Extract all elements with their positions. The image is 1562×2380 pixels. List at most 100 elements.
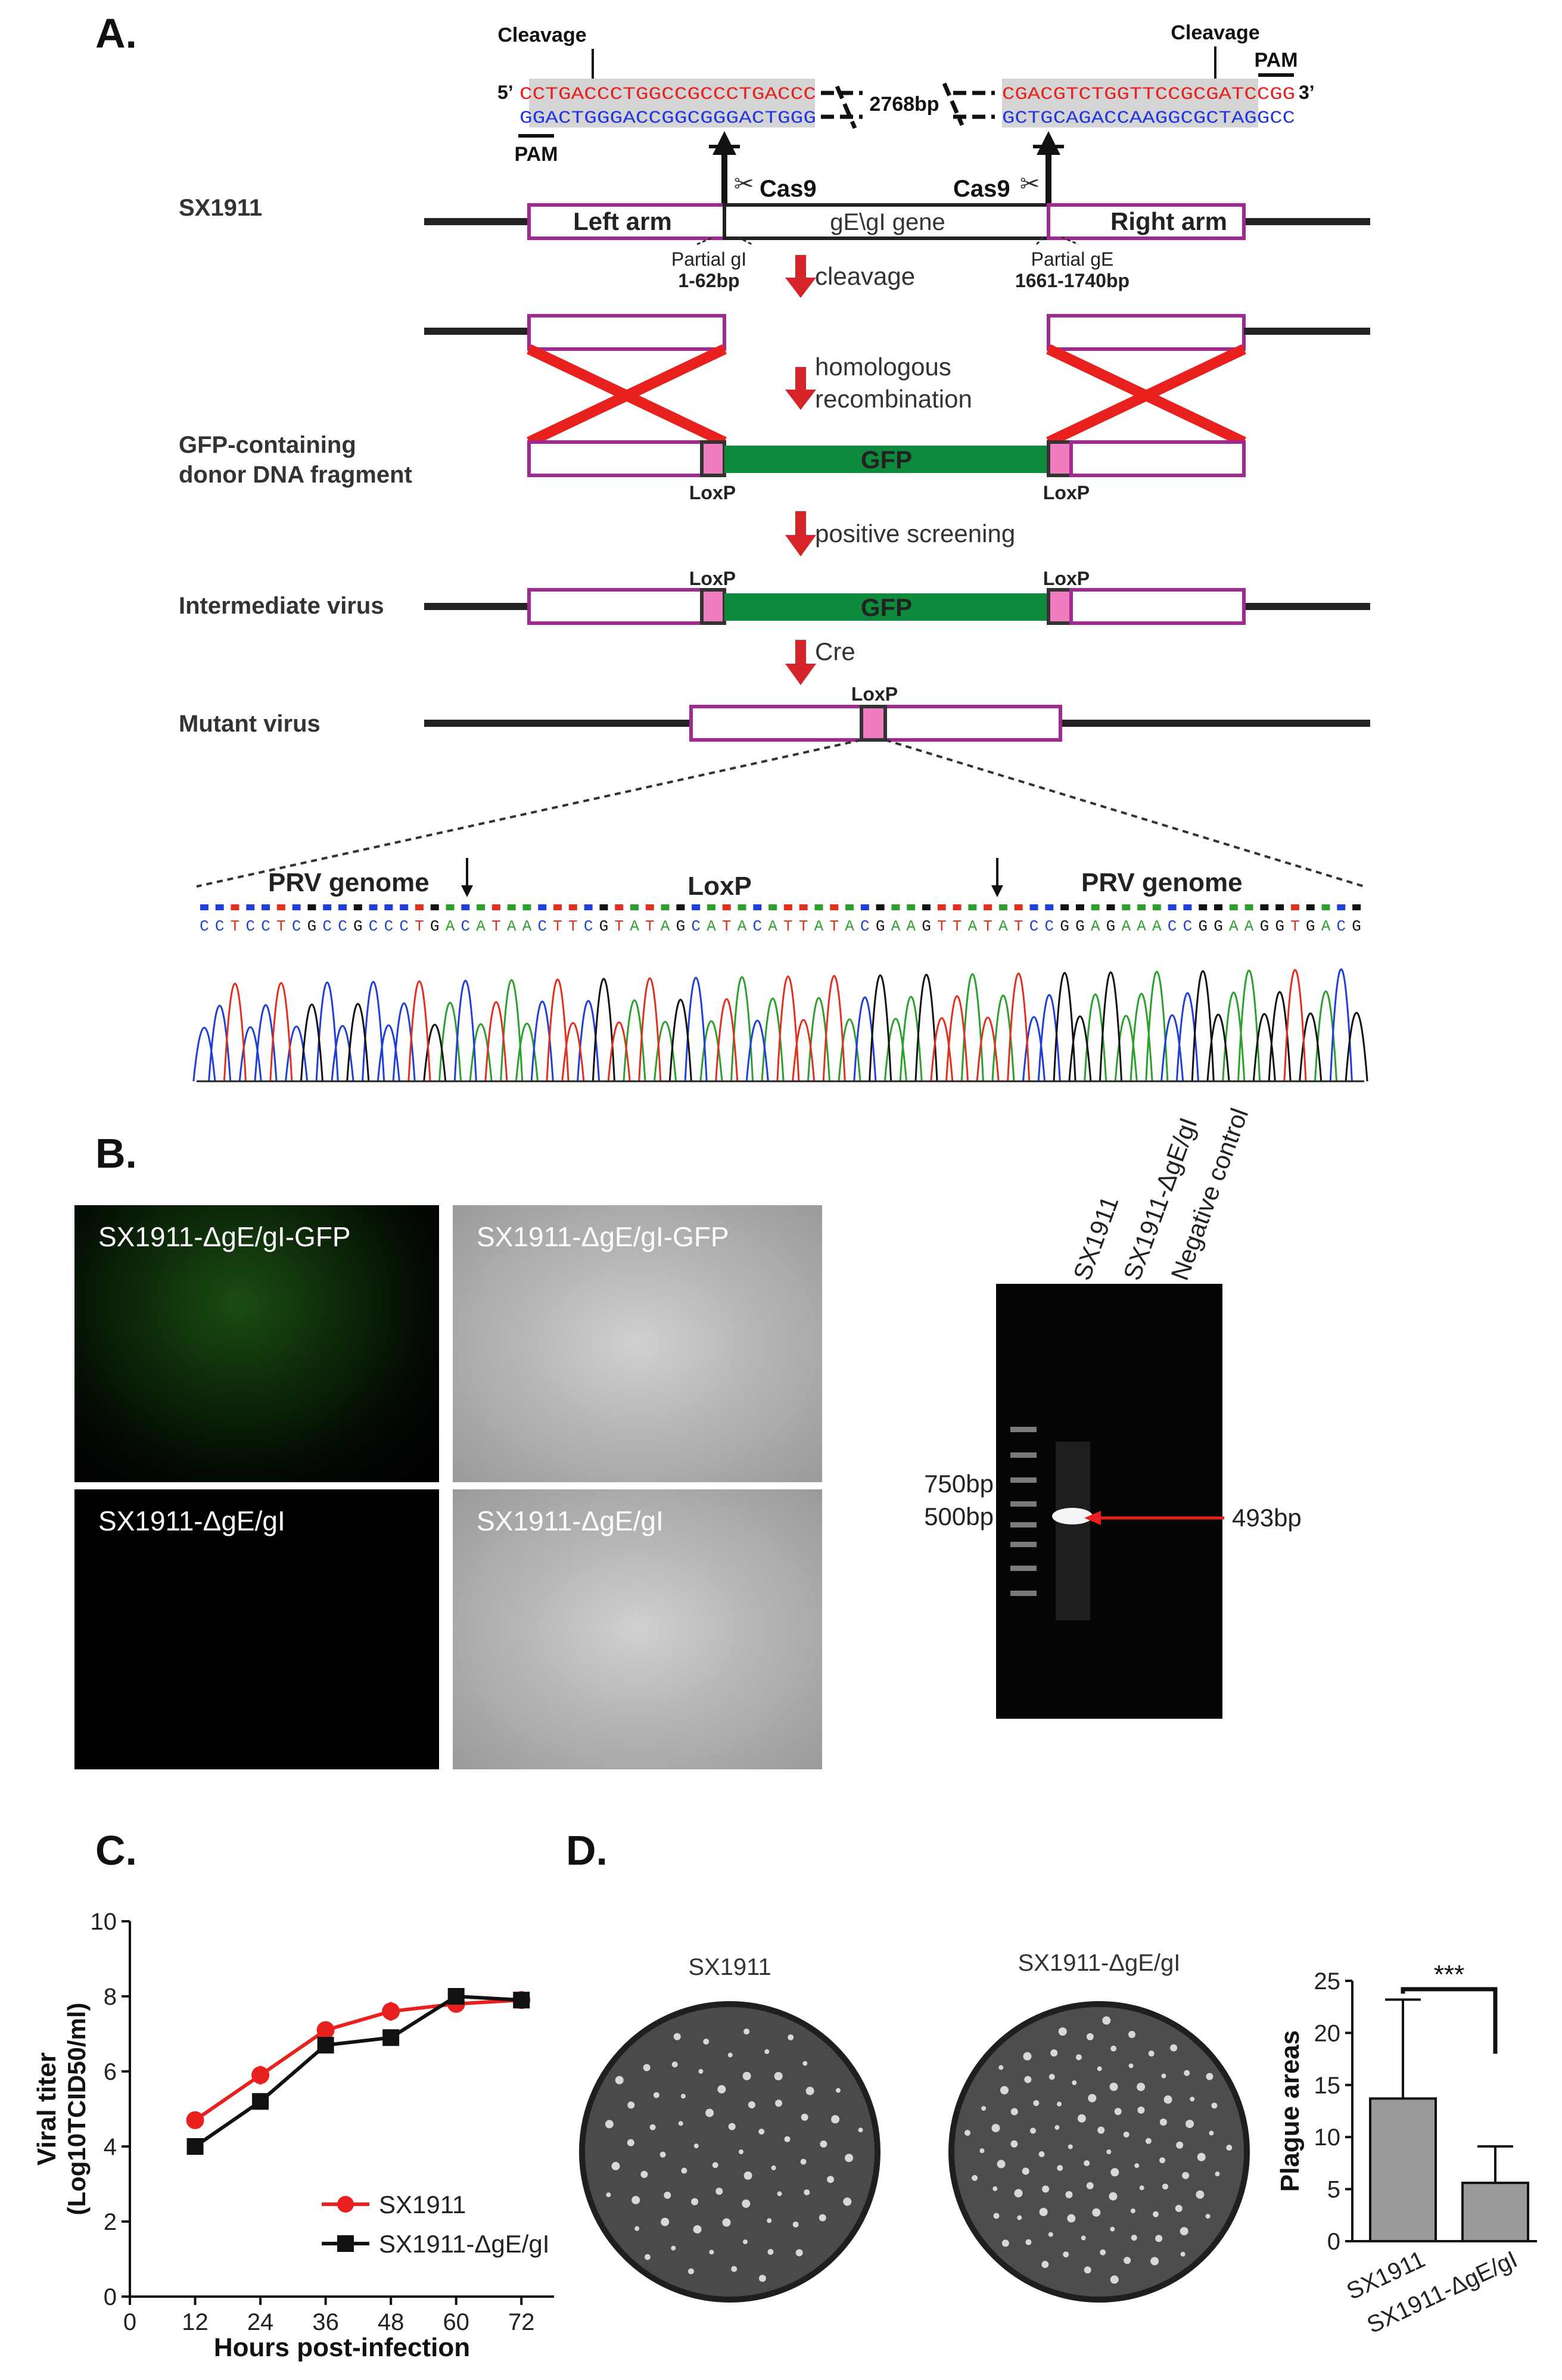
- base-call-mark: [845, 904, 854, 910]
- plaque-spot: [1010, 2108, 1018, 2115]
- base-call-mark: [307, 904, 316, 910]
- data-point: [186, 2138, 204, 2155]
- donor-loxp-label-right: LoxP: [1043, 482, 1090, 503]
- plaque-spot: [634, 2226, 640, 2231]
- plaque-spot: [764, 2049, 770, 2054]
- base-call-mark: [676, 904, 685, 910]
- base-call-letter: G: [922, 917, 931, 935]
- base-call-mark: [1137, 904, 1146, 910]
- plaque-spot: [1014, 2189, 1023, 2198]
- plaque-spot: [1175, 2204, 1183, 2212]
- base-call-letter: A: [1152, 917, 1162, 935]
- data-point: [252, 2093, 269, 2110]
- plaque-spot: [1184, 2070, 1190, 2076]
- base-call-letter: G: [1106, 917, 1116, 935]
- trace-g: [300, 970, 1368, 1082]
- base-call-letter: C: [200, 917, 209, 935]
- plaque-spot: [715, 2188, 723, 2195]
- x-tick-label: 60: [443, 2309, 469, 2335]
- plaque-spot: [805, 2086, 814, 2095]
- y-axis-title: Plague areas: [1275, 2030, 1305, 2192]
- prv-genome-label-right: PRV genome: [1081, 868, 1243, 897]
- base-call-letter: C: [1337, 917, 1346, 935]
- plaque-spot: [997, 2160, 1006, 2169]
- plaque-spot: [1180, 2251, 1185, 2257]
- plaque-spot: [1134, 2163, 1140, 2169]
- plaque-spot: [991, 2124, 1000, 2133]
- plaque-spot: [1075, 2054, 1082, 2061]
- plaque-spot: [693, 2225, 702, 2234]
- plaque-spot: [827, 2176, 835, 2183]
- base-call-letter: A: [968, 917, 978, 935]
- hr-right-arm-box: [1047, 314, 1246, 351]
- plaque-spot: [1067, 2214, 1076, 2223]
- ladder-band: [1010, 1542, 1037, 1547]
- plaque-spot: [698, 2068, 704, 2074]
- plaque-spot: [795, 2249, 803, 2257]
- legend-label: SX1911: [379, 2191, 466, 2219]
- micrograph-mutant-brightfield: SX1911-ΔgE/gI: [453, 1489, 822, 1769]
- ladder-band: [1010, 1591, 1037, 1596]
- plaque-spot: [1050, 2049, 1058, 2057]
- pam-label-left: PAM: [514, 143, 558, 166]
- plaque-spot: [681, 2167, 687, 2174]
- plaque-spot: [804, 2189, 810, 2195]
- base-call-mark: [814, 904, 823, 910]
- plaque-spot: [1206, 2073, 1213, 2080]
- partial-ge-bracket: [1035, 236, 1079, 245]
- base-call-letter: G: [1213, 917, 1223, 935]
- plaque-spot: [981, 2106, 987, 2111]
- base-call-letter: T: [231, 917, 240, 935]
- base-call-mark: [1014, 904, 1023, 910]
- plaque-spot: [661, 2217, 670, 2226]
- plaque-spot: [1139, 2185, 1144, 2191]
- plaque-spot: [649, 2124, 656, 2130]
- partial-gi-label-2: 1-62bp: [678, 270, 739, 291]
- base-call-mark: [1060, 904, 1069, 910]
- plaque-spot: [1054, 2125, 1060, 2130]
- base-call-mark: [262, 904, 270, 910]
- base-call-mark: [630, 904, 639, 910]
- plaque-spot: [993, 2213, 1000, 2219]
- base-call-letter: A: [814, 917, 824, 935]
- plaque-spot: [1110, 2226, 1115, 2232]
- plaque-spot: [731, 2266, 738, 2272]
- x-tick-label: 0: [123, 2309, 136, 2335]
- base-call-mark: [937, 904, 946, 910]
- base-call-letter: G: [1275, 917, 1284, 935]
- plaque-spot: [1209, 2130, 1214, 2136]
- plaque-spot: [777, 2191, 782, 2197]
- plaque-spot: [1084, 2266, 1091, 2274]
- plaque-spot: [1110, 2275, 1119, 2284]
- plaque-spot: [831, 2115, 840, 2124]
- base-call-mark: [615, 904, 624, 910]
- plaque-spot: [1197, 2152, 1206, 2161]
- step-arrow-shaft-2: [795, 367, 806, 392]
- micrograph-label: SX1911-ΔgE/gI: [477, 1505, 664, 1536]
- scissors-icon-left: ✂: [734, 171, 754, 197]
- plaque-spot: [717, 2085, 726, 2094]
- base-call-mark: [415, 904, 424, 910]
- base-call-letter: C: [245, 917, 255, 935]
- base-call-letter: C: [584, 917, 593, 935]
- data-point: [382, 2002, 400, 2021]
- plaque-spot: [771, 2165, 776, 2170]
- plaque-spot: [739, 2149, 744, 2154]
- base-call-letter: G: [1306, 917, 1315, 935]
- scissors-icon-right: ✂: [1020, 171, 1040, 197]
- base-call-letter: T: [953, 917, 962, 935]
- base-call-letter: A: [1137, 917, 1146, 935]
- panel-label-a: A.: [95, 10, 137, 57]
- base-call-mark: [1183, 904, 1192, 910]
- plaque-spot: [1001, 2239, 1009, 2247]
- base-call-mark: [584, 904, 593, 910]
- step-hr-label-2: recombination: [815, 385, 972, 413]
- base-call-mark: [323, 904, 332, 910]
- zoom-lines: [196, 739, 1365, 888]
- series-line: [194, 1998, 522, 2122]
- band-size-label: 493bp: [1232, 1504, 1302, 1532]
- donor-loxp-label-left: LoxP: [689, 482, 736, 503]
- base-call-letter: T: [1014, 917, 1023, 935]
